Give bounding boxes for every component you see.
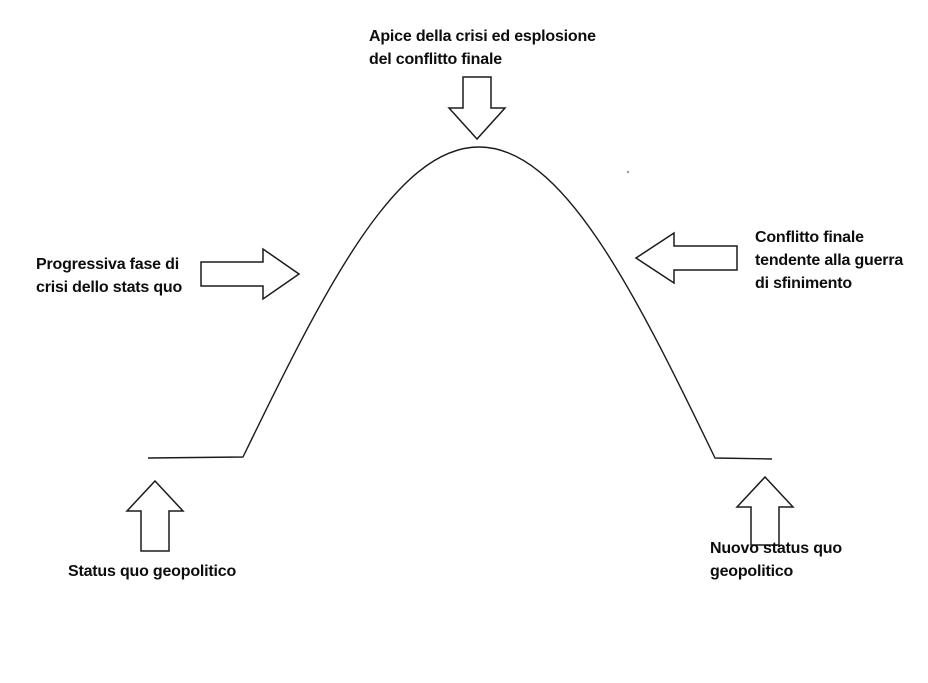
up-arrow-left-icon [125,479,185,552]
up-arrow-right-icon [735,475,795,546]
down-arrow-icon [447,76,507,141]
label-progressive-crisis-phase: Progressiva fase di crisi dello stats qu… [36,256,183,296]
label-new-status-quo: Nuovo status quo geopolitico [710,540,842,580]
left-arrow-icon [634,231,738,285]
label-final-conflict: Conflitto finale tendente alla guerra di… [755,229,904,292]
label-apex-crisis: Apice della crisi ed esplosione del conf… [369,28,596,68]
bell-curve-line [147,146,773,460]
right-arrow-icon [200,247,301,301]
stray-dot [626,170,630,174]
label-status-quo: Status quo geopolitico [68,563,237,580]
